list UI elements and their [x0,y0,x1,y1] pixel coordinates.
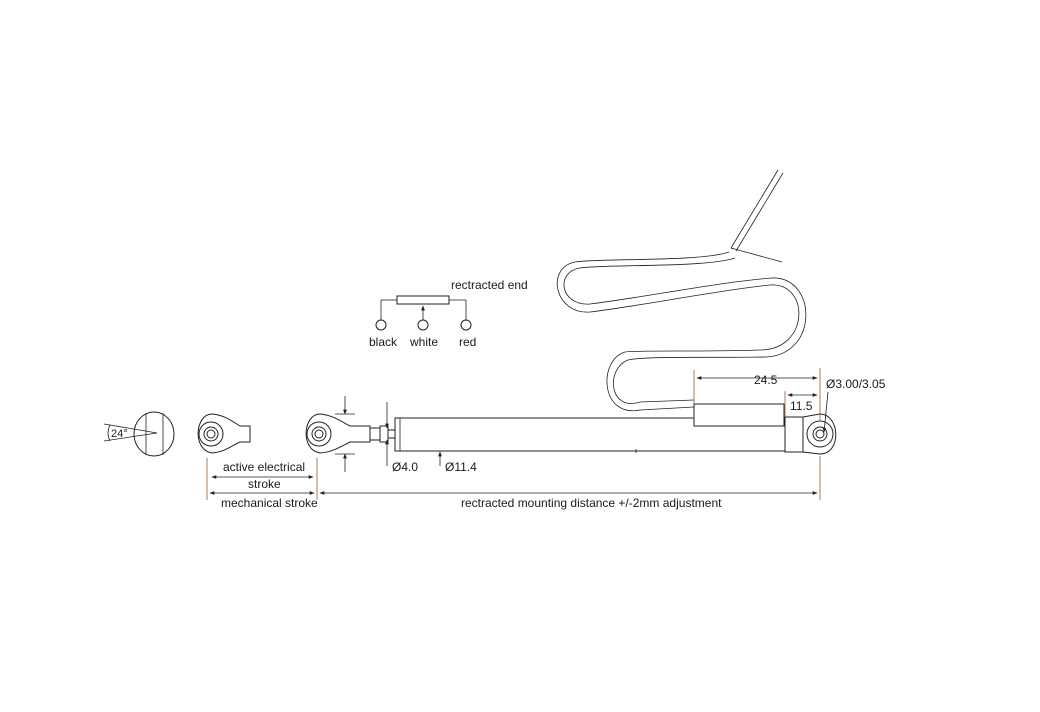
dim-11-5-label: 11.5 [790,399,813,413]
dim-24-5-label: 24.5 [754,373,778,387]
cable [557,169,807,412]
cable-inner-line [563,257,807,404]
pin-label-black: black [369,335,398,349]
rear-clevis-block [784,416,804,453]
rod-end-extended [197,413,251,454]
cable-outer-line [557,251,800,412]
resistor-element [396,295,450,305]
angle-line-lower [103,432,158,442]
rod-end-retracted [305,413,396,454]
pin-black [375,319,387,331]
rod-end-side-outline [133,411,175,457]
active-stroke-label-line1: active electrical [223,460,305,474]
angle-label: 24° [111,428,128,440]
active-stroke-label-line2: stroke [248,477,281,491]
pin-red [460,319,472,331]
mounting-distance-label: rectracted mounting distance +/-2mm adju… [461,496,722,510]
sensor-body [394,403,837,455]
cable-exit-housing [693,403,785,427]
mechanical-stroke-label: mechanical stroke [221,496,318,510]
rod-end-angle-view: 24° [103,411,175,457]
pin-label-red: red [459,335,476,349]
hole-diameter-label: Ø3.00/3.05 [826,377,886,391]
retracted-end-label: rectracted end [451,278,528,292]
dimension-lines: Ø4.0 Ø11.4 24.5 11.5 Ø3.00/3.05 active e… [206,368,886,510]
angle-line-upper [103,423,158,434]
wiring-schematic: rectracted end black white red [369,278,528,349]
rod-diameter-label: Ø4.0 [392,460,418,474]
pin-white [417,319,429,331]
actuator-rod [387,429,396,439]
pin-label-white: white [409,335,438,349]
body-diameter-label: Ø11.4 [445,460,477,474]
